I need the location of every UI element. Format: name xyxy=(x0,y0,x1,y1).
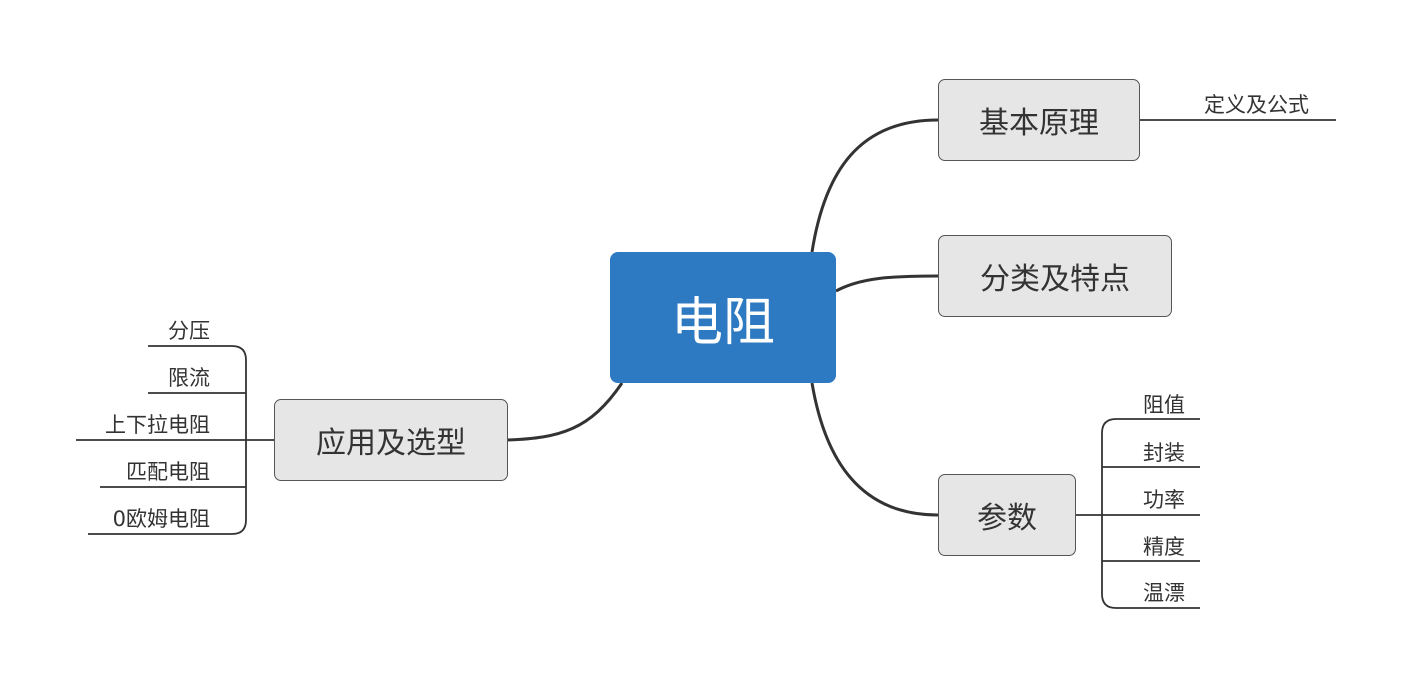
topic-parameters[interactable]: 参数 xyxy=(938,474,1076,556)
leaf-resistance-value[interactable]: 阻值 xyxy=(1143,393,1185,417)
leaf-package[interactable]: 封装 xyxy=(1143,441,1185,465)
connector-basic xyxy=(810,118,939,253)
connector-apps xyxy=(507,382,624,442)
leaf-matching-resistor[interactable]: 匹配电阻 xyxy=(126,460,210,484)
leaf-power[interactable]: 功率 xyxy=(1143,488,1185,512)
connector-params xyxy=(810,382,939,517)
leaf-precision[interactable]: 精度 xyxy=(1143,535,1185,559)
leaf-temperature-drift[interactable]: 温漂 xyxy=(1143,581,1185,605)
central-topic[interactable]: 电阻 xyxy=(610,252,836,383)
leaf-definition-formula[interactable]: 定义及公式 xyxy=(1204,93,1309,117)
leaf-pull-up-down-resistor[interactable]: 上下拉电阻 xyxy=(105,413,210,437)
connector-classify xyxy=(835,274,939,293)
topic-classification[interactable]: 分类及特点 xyxy=(938,235,1172,317)
connector-params-bracket xyxy=(1101,418,1200,609)
leaf-voltage-divider[interactable]: 分压 xyxy=(168,319,210,343)
topic-basic-principle[interactable]: 基本原理 xyxy=(938,79,1140,161)
topic-application[interactable]: 应用及选型 xyxy=(274,399,508,481)
leaf-current-limiting[interactable]: 限流 xyxy=(168,366,210,390)
leaf-zero-ohm-resistor[interactable]: 0欧姆电阻 xyxy=(112,507,210,531)
